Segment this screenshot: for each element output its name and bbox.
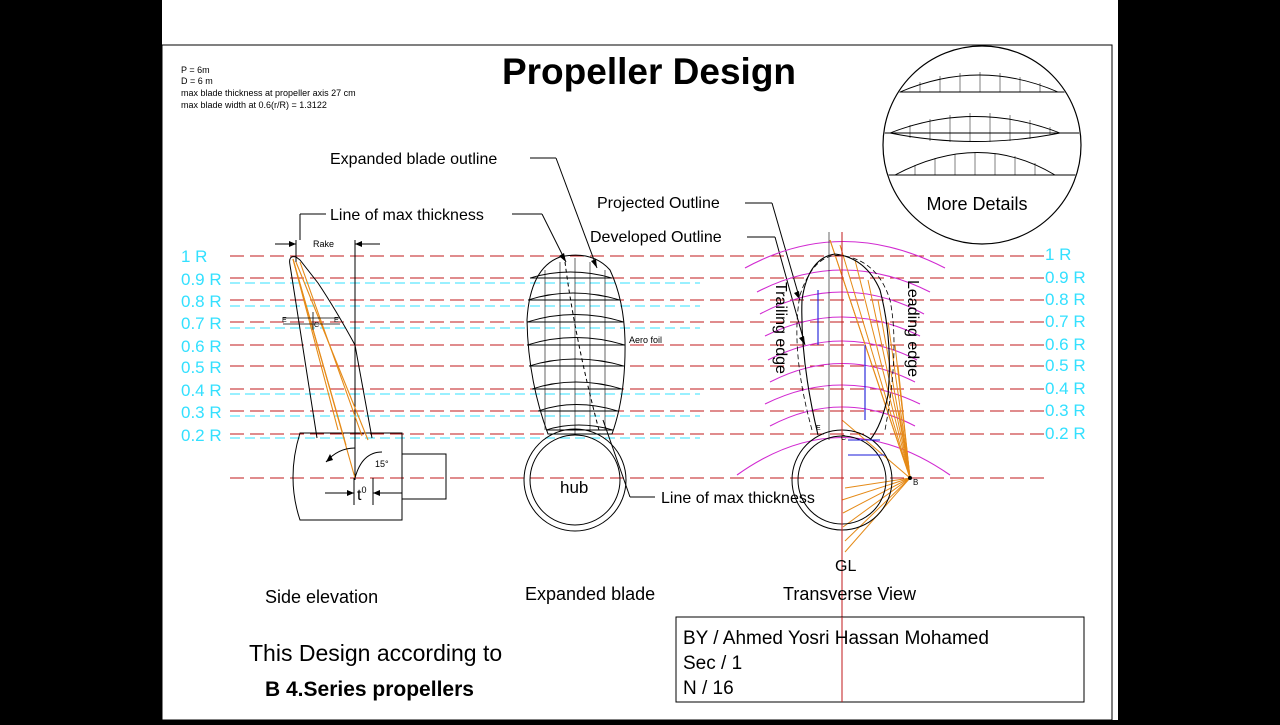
c-mark: C bbox=[841, 435, 846, 442]
author-section: Sec / 1 bbox=[683, 653, 742, 674]
radius-label-right: 0.3 R bbox=[1045, 401, 1086, 420]
side-elevation-label: Side elevation bbox=[265, 587, 378, 607]
expanded-outline-label: Expanded blade outline bbox=[330, 151, 497, 168]
radius-label-right: 0.9 R bbox=[1045, 268, 1086, 287]
radius-label-left: 0.5 R bbox=[181, 358, 222, 377]
author-name: BY / Ahmed Yosri Hassan Mohamed bbox=[683, 628, 989, 649]
param-pitch: P = 6m bbox=[181, 65, 210, 75]
angle-label: 15° bbox=[375, 459, 389, 469]
max-thickness-label-top: Line of max thickness bbox=[330, 207, 484, 224]
radius-label-left: 0.2 R bbox=[181, 426, 222, 445]
transverse-view-label: Transverse View bbox=[783, 584, 917, 604]
radius-label-right: 0.4 R bbox=[1045, 379, 1086, 398]
expanded-blade-view: Aero foil hub bbox=[523, 254, 662, 532]
more-details-label[interactable]: More Details bbox=[926, 194, 1027, 214]
param-diameter: D = 6 m bbox=[181, 76, 213, 86]
details-circle[interactable]: More Details bbox=[882, 45, 1082, 245]
radius-label-left: 0.9 R bbox=[181, 270, 222, 289]
max-thickness-label-bottom: Line of max thickness bbox=[661, 490, 815, 507]
radius-label-right: 0.6 R bbox=[1045, 335, 1086, 354]
radius-label-left: 0.8 R bbox=[181, 292, 222, 311]
trailing-edge-label: Trailing edge bbox=[772, 282, 789, 374]
e-mark: E bbox=[334, 317, 339, 324]
radius-label-left: 0.4 R bbox=[181, 381, 222, 400]
max-thickness-callout-bottom: Line of max thickness bbox=[602, 419, 815, 507]
radius-label-right: 1 R bbox=[1045, 245, 1071, 264]
author-number: N / 16 bbox=[683, 678, 734, 699]
radius-label-left: 0.3 R bbox=[181, 403, 222, 422]
design-parameters: P = 6m D = 6 m max blade thickness at pr… bbox=[181, 65, 356, 110]
footer-line-1: This Design according to bbox=[249, 640, 502, 666]
page-title: Propeller Design bbox=[502, 51, 796, 92]
e-mark: E bbox=[282, 317, 287, 324]
point-b-label: B bbox=[913, 478, 918, 487]
radius-label-right: 0.2 R bbox=[1045, 424, 1086, 443]
radius-label-right: 0.7 R bbox=[1045, 312, 1086, 331]
aero-foil-label: Aero foil bbox=[629, 335, 662, 345]
radius-label-left: 0.7 R bbox=[181, 314, 222, 333]
t0-label: t0 bbox=[357, 485, 366, 504]
radius-label-right: 0.8 R bbox=[1045, 290, 1086, 309]
rake-label: Rake bbox=[313, 239, 334, 249]
outline-callouts: Projected Outline Developed Outline bbox=[590, 195, 806, 346]
radius-label-left: 1 R bbox=[181, 247, 207, 266]
developed-outline-label: Developed Outline bbox=[590, 229, 722, 246]
radius-labels-left: 1 R 0.9 R 0.8 R 0.7 R 0.6 R 0.5 R 0.4 R … bbox=[181, 247, 222, 445]
e-mark: E bbox=[816, 425, 821, 432]
radius-label-right: 0.5 R bbox=[1045, 356, 1086, 375]
c-mark: C bbox=[314, 322, 319, 329]
param-max-width: max blade width at 0.6(r/R) = 1.3122 bbox=[181, 100, 327, 110]
param-max-thickness: max blade thickness at propeller axis 27… bbox=[181, 88, 356, 98]
leading-edge-label: Leading edge bbox=[904, 280, 921, 377]
radius-reference-lines bbox=[230, 255, 1045, 479]
expanded-blade-label: Expanded blade bbox=[525, 584, 655, 604]
max-thickness-callout-top: Line of max thickness bbox=[299, 207, 567, 263]
footer-line-2: B 4.Series propellers bbox=[265, 678, 474, 701]
hub-label: hub bbox=[560, 478, 588, 497]
radius-labels-right: 1 R 0.9 R 0.8 R 0.7 R 0.6 R 0.5 R 0.4 R … bbox=[1045, 245, 1086, 443]
radius-label-left: 0.6 R bbox=[181, 337, 222, 356]
view-labels: Side elevation Expanded blade Transverse… bbox=[265, 584, 917, 607]
author-box: BY / Ahmed Yosri Hassan Mohamed Sec / 1 … bbox=[675, 616, 1085, 703]
expanded-outline-callout: Expanded blade outline bbox=[330, 151, 598, 269]
projected-outline-label: Projected Outline bbox=[597, 195, 720, 212]
side-elevation-view: Rake E C E 15° t0 bbox=[275, 239, 447, 521]
gl-label: GL bbox=[835, 558, 856, 575]
